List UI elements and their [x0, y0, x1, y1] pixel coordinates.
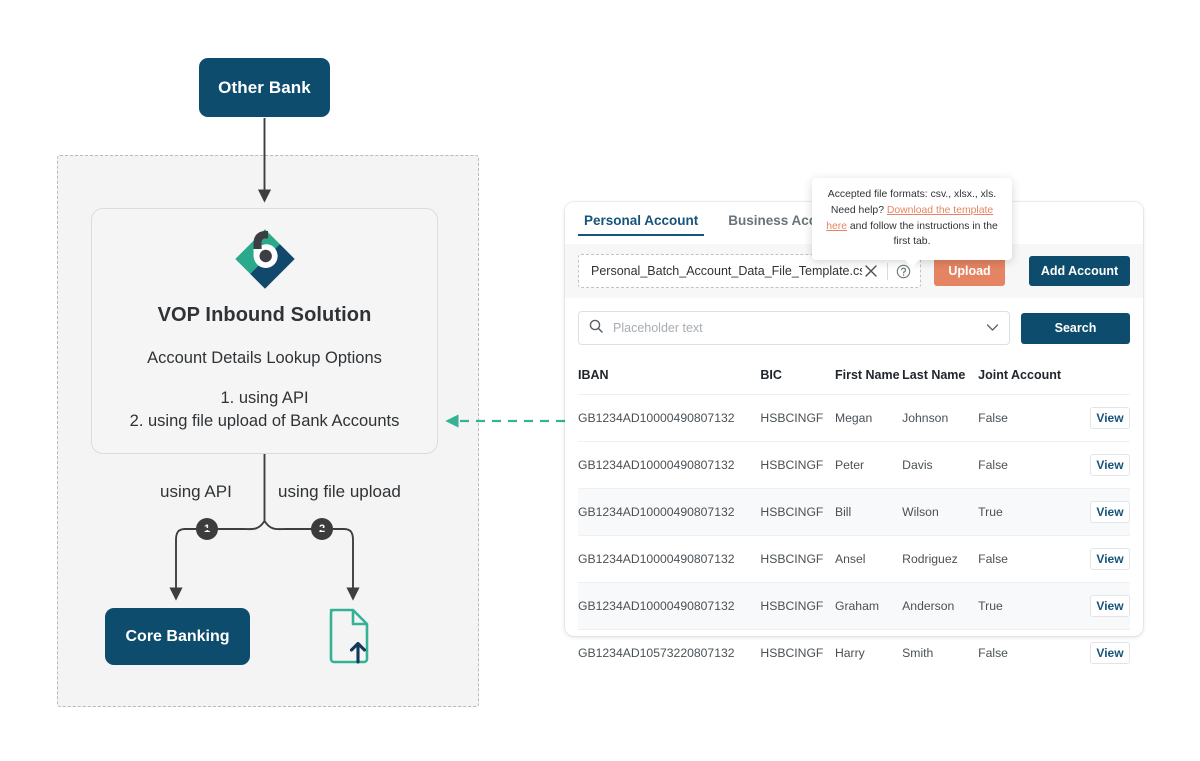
cell-iban: GB1234AD10000490807132 — [578, 441, 761, 489]
chevron-down-icon[interactable] — [986, 319, 999, 337]
cell-joint-account: True — [978, 582, 1075, 630]
table-header: IBAN BIC First Name Last Name Joint Acco… — [578, 362, 1130, 395]
step-badge-1: 1 — [196, 518, 218, 540]
cell-joint-account: False — [978, 629, 1075, 676]
cell-actions: View — [1074, 535, 1130, 583]
view-button[interactable]: View — [1090, 548, 1130, 570]
file-input-field[interactable]: Personal_Batch_Account_Data_File_Templat… — [578, 254, 921, 288]
cell-joint-account: False — [978, 535, 1075, 583]
tooltip-line-1: Accepted file formats: csv., xlsx., xls. — [827, 189, 997, 200]
cell-first-name: Ansel — [834, 535, 903, 583]
cell-bic: HSBCINGF — [760, 488, 835, 536]
file-format-tooltip: Accepted file formats: csv., xlsx., xls.… — [812, 178, 1012, 268]
branch-label-using-api: using API — [160, 482, 232, 501]
core-banking-label: Core Banking — [125, 627, 230, 645]
branch-label-using-file-upload: using file upload — [278, 482, 401, 501]
file-upload-toolbar: Personal_Batch_Account_Data_File_Templat… — [565, 244, 1143, 298]
cell-actions: View — [1074, 582, 1130, 630]
divider — [887, 262, 888, 280]
search-toolbar: Search — [565, 298, 1143, 358]
cell-first-name: Harry — [834, 629, 903, 676]
cell-bic: HSBCINGF — [760, 629, 835, 676]
cell-actions: View — [1074, 441, 1130, 489]
cell-first-name: Graham — [834, 582, 903, 630]
cell-joint-account: False — [978, 394, 1075, 442]
view-button[interactable]: View — [1090, 642, 1130, 664]
cell-first-name: Megan — [834, 394, 903, 442]
other-bank-node: Other Bank — [199, 58, 330, 117]
vop-title: VOP Inbound Solution — [157, 304, 372, 326]
cell-bic: HSBCINGF — [760, 535, 835, 583]
cell-last-name: Anderson — [902, 582, 979, 630]
search-icon — [589, 319, 603, 338]
cell-iban: GB1234AD10000490807132 — [578, 394, 761, 442]
cell-iban: GB1234AD10000490807132 — [578, 488, 761, 536]
search-field[interactable] — [578, 311, 1010, 345]
column-header-actions — [1075, 362, 1131, 395]
view-button[interactable]: View — [1090, 454, 1130, 476]
view-button[interactable]: View — [1090, 501, 1130, 523]
cell-joint-account: False — [978, 441, 1075, 489]
cell-last-name: Johnson — [902, 394, 979, 442]
cell-joint-account: True — [978, 488, 1075, 536]
close-x-icon[interactable] — [862, 262, 880, 280]
cell-iban: GB1234AD10000490807132 — [578, 535, 761, 583]
accounts-table: IBAN BIC First Name Last Name Joint Acco… — [578, 362, 1130, 676]
selected-file-name: Personal_Batch_Account_Data_File_Templat… — [591, 264, 862, 278]
cell-bic: HSBCINGF — [760, 582, 835, 630]
column-header-last-name: Last Name — [902, 368, 966, 382]
cell-iban: GB1234AD10573220807132 — [578, 629, 761, 676]
vop-subtitle: Account Details Lookup Options — [147, 349, 382, 367]
column-header-iban: IBAN — [578, 368, 609, 382]
architecture-diagram: Other Bank VOP Inbound Solution Account … — [0, 0, 520, 761]
beyond-letter-b-diamond-logo-icon — [234, 225, 296, 291]
accounts-panel: Personal Account Business Account Person… — [565, 202, 1143, 676]
core-banking-node: Core Banking — [105, 608, 250, 665]
step-badge-2: 2 — [311, 518, 333, 540]
column-header-joint-account: Joint Account — [978, 368, 1062, 382]
cell-last-name: Rodriguez — [902, 535, 979, 583]
cell-last-name: Davis — [902, 441, 979, 489]
view-button[interactable]: View — [1090, 595, 1130, 617]
download-template-link[interactable]: Download the template here — [826, 204, 994, 232]
cell-bic: HSBCINGF — [760, 441, 835, 489]
vop-option-1: 1. using API — [220, 389, 309, 407]
cell-bic: HSBCINGF — [760, 394, 835, 442]
cell-first-name: Bill — [834, 488, 903, 536]
column-header-first-name: First Name — [834, 368, 900, 382]
column-header-bic: BIC — [760, 368, 782, 382]
tooltip-lead-text: Need help? — [830, 204, 887, 216]
search-button[interactable]: Search — [1021, 312, 1130, 344]
view-button[interactable]: View — [1090, 407, 1130, 429]
cell-actions: View — [1074, 488, 1130, 536]
tab-personal-account[interactable]: Personal Account — [578, 202, 705, 236]
cell-last-name: Smith — [902, 629, 979, 676]
cell-first-name: Peter — [834, 441, 903, 489]
tooltip-tail-text: and follow the instructions in the first… — [847, 220, 998, 248]
cell-actions: View — [1074, 394, 1130, 442]
vop-option-2: 2. using file upload of Bank Accounts — [129, 412, 400, 430]
table-header-row: IBAN BIC First Name Last Name Joint Acco… — [578, 362, 1130, 395]
file-upload-icon — [322, 604, 382, 666]
upload-button[interactable]: Upload — [934, 256, 1005, 286]
search-input[interactable] — [611, 320, 986, 336]
question-circle-icon[interactable] — [895, 263, 912, 280]
add-account-button[interactable]: Add Account — [1029, 256, 1130, 286]
cell-iban: GB1234AD10000490807132 — [578, 582, 761, 630]
tooltip-line-2: Need help? Download the template here an… — [822, 203, 1002, 250]
cell-actions: View — [1074, 629, 1130, 676]
cell-last-name: Wilson — [902, 488, 979, 536]
other-bank-label: Other Bank — [218, 77, 311, 97]
vop-inbound-solution-card: VOP Inbound Solution Account Details Loo… — [91, 208, 438, 454]
